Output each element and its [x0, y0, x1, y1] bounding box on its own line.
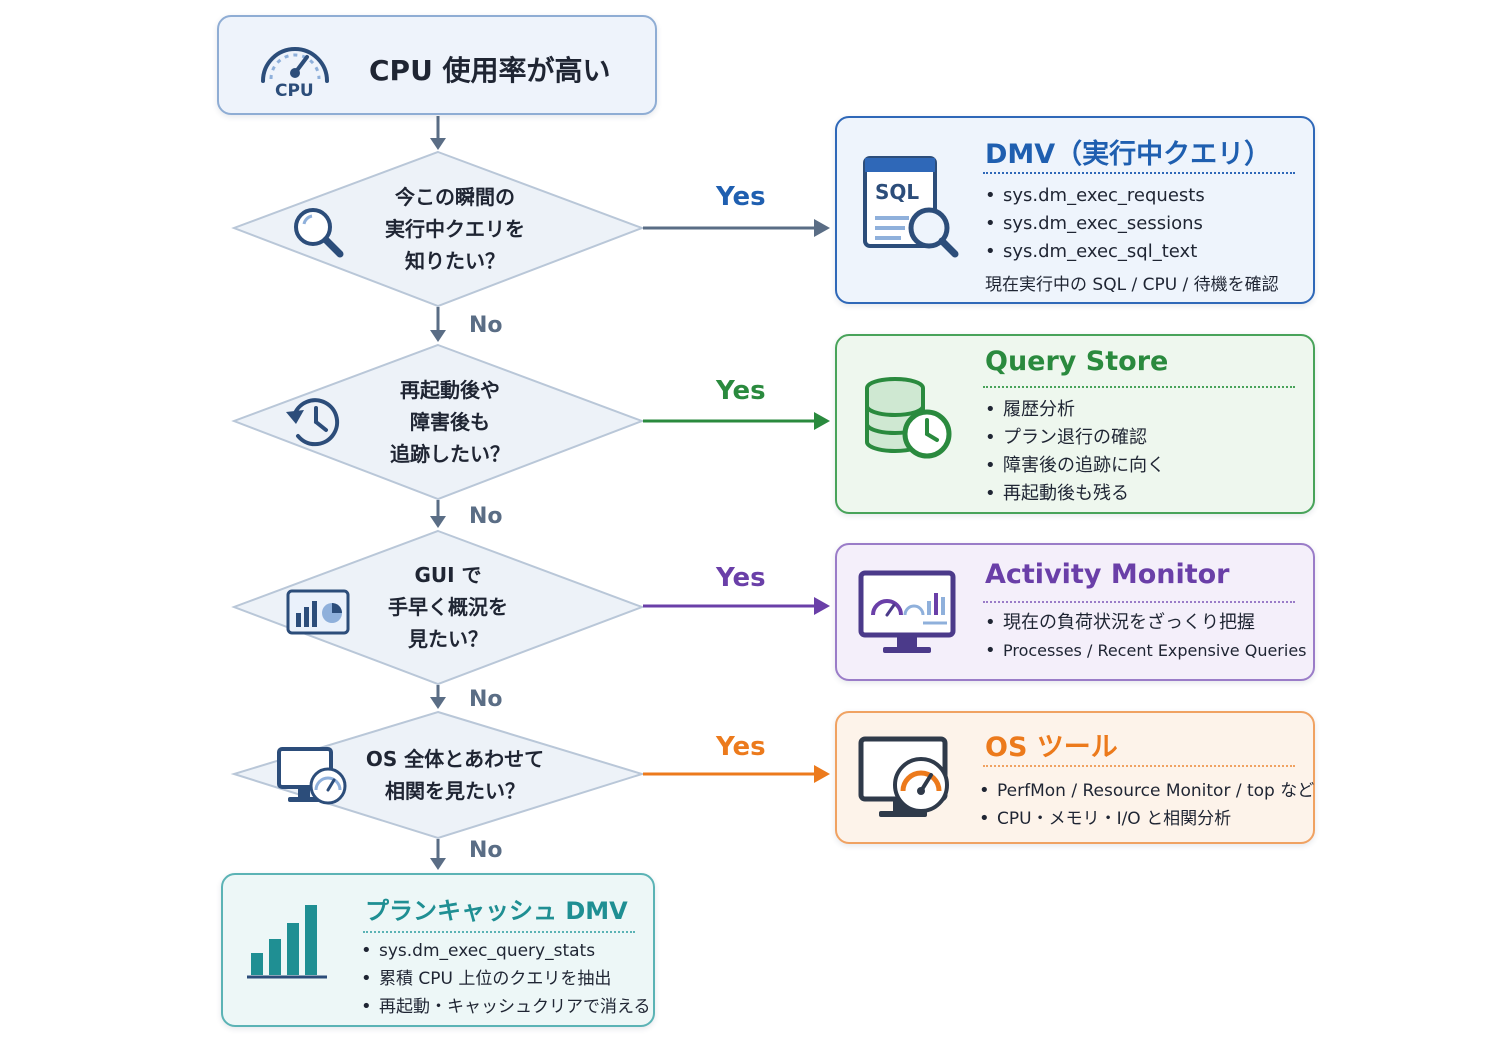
list-item: •再起動後も残る — [985, 483, 1129, 504]
monitor-dashboard-icon — [858, 570, 956, 653]
database-clock-icon — [865, 377, 952, 459]
start-title: CPU 使用率が高い — [369, 54, 611, 87]
final-plan-cache-box: プランキャッシュ DMV •sys.dm_exec_query_stats •累… — [221, 873, 655, 1027]
decision-3-line-2: 手早く概況を — [388, 595, 508, 619]
result-dmv-list: •sys.dm_exec_requests •sys.dm_exec_sessi… — [985, 182, 1205, 266]
decision-3-line-3: 見たい？ — [408, 627, 488, 651]
decision-3-text: GUI で 手早く概況を 見たい？ — [348, 559, 548, 655]
result-os-tools-list: •PerfMon / Resource Monitor / top など •CP… — [979, 777, 1314, 833]
list-item: •CPU・メモリ・I/O と相関分析 — [979, 808, 1232, 829]
result-dmv-note: 現在実行中の SQL / CPU / 待機を確認 — [985, 275, 1279, 295]
decision-diamond-2 — [231, 343, 645, 501]
final-divider — [363, 931, 635, 933]
dashboard-chart-icon — [286, 589, 350, 635]
list-item: •sys.dm_exec_query_stats — [361, 940, 596, 961]
result-query-store-list: •履歴分析 •プラン退行の確認 •障害後の追跡に向く •再起動後も残る — [985, 396, 1165, 508]
result-os-tools-box: OS ツール •PerfMon / Resource Monitor / top… — [835, 711, 1315, 844]
decision-4-text: OS 全体とあわせて 相関を見たい？ — [355, 743, 555, 807]
result-activity-monitor-list: •現在の負荷状況をざっくり把握 •Processes / Recent Expe… — [985, 609, 1307, 665]
decision-2-text: 再起動後や 障害後も 追跡したい？ — [350, 374, 550, 470]
decision-4-line-2: 相関を見たい？ — [385, 779, 525, 803]
result-activity-monitor-title: Activity Monitor — [985, 559, 1230, 590]
list-item: •プラン退行の確認 — [985, 427, 1147, 448]
decision-1-text: 今この瞬間の 実行中クエリを 知りたい？ — [355, 181, 555, 277]
decision-2-line-1: 再起動後や — [400, 378, 500, 402]
search-icon — [294, 208, 344, 258]
decision-1-line-1: 今この瞬間の — [395, 185, 515, 209]
cpu-icon-label: CPU — [275, 81, 314, 101]
result-activity-monitor-box: Activity Monitor •現在の負荷状況をざっくり把握 •Proces… — [835, 543, 1315, 681]
sql-search-icon — [863, 156, 959, 258]
decision-4-line-1: OS 全体とあわせて — [365, 747, 545, 771]
result-dmv-box: SQL DMV（実行中クエリ） •sys.dm_exec_requests •s… — [835, 116, 1315, 304]
list-item: •PerfMon / Resource Monitor / top など — [979, 780, 1315, 801]
decision-diamond-3 — [231, 529, 645, 686]
sql-icon-label: SQL — [875, 180, 920, 204]
decision-1-line-3: 知りたい？ — [405, 249, 505, 273]
monitor-gauge-icon — [277, 747, 347, 805]
list-item: •sys.dm_exec_sql_text — [985, 241, 1198, 262]
no-label-4: No — [469, 838, 503, 863]
list-item: •再起動・キャッシュクリアで消える — [361, 996, 651, 1017]
decision-1-line-2: 実行中クエリを — [385, 217, 525, 241]
no-label-2: No — [469, 504, 503, 529]
monitor-speedometer-icon — [858, 736, 949, 817]
decision-diamond-1 — [231, 150, 645, 308]
list-item: •累積 CPU 上位のクエリを抽出 — [361, 968, 612, 989]
decision-2-line-2: 障害後も — [410, 410, 490, 434]
no-label-3: No — [469, 687, 503, 712]
yes-label-3: Yes — [716, 563, 766, 593]
result-os-tools-title: OS ツール — [985, 732, 1118, 763]
no-label-1: No — [469, 313, 503, 338]
bar-chart-icon — [247, 905, 327, 979]
yes-label-2: Yes — [716, 376, 766, 406]
list-item: •障害後の追跡に向く — [985, 455, 1165, 476]
final-list: •sys.dm_exec_query_stats •累積 CPU 上位のクエリを… — [361, 937, 651, 1021]
decision-3-line-1: GUI で — [414, 563, 482, 587]
result-dmv-divider — [983, 172, 1295, 174]
result-query-store-divider — [983, 386, 1295, 388]
result-query-store-title: Query Store — [985, 346, 1169, 377]
gauge-icon — [261, 47, 329, 83]
list-item: •Processes / Recent Expensive Queries — [985, 640, 1307, 661]
result-activity-monitor-divider — [983, 601, 1295, 603]
list-item: •sys.dm_exec_requests — [985, 185, 1205, 206]
start-box: CPU CPU 使用率が高い — [217, 15, 657, 115]
result-os-tools-divider — [983, 765, 1295, 767]
yes-label-4: Yes — [716, 732, 766, 762]
list-item: •現在の負荷状況をざっくり把握 — [985, 612, 1255, 633]
history-clock-icon — [286, 398, 340, 447]
result-query-store-box: Query Store •履歴分析 •プラン退行の確認 •障害後の追跡に向く •… — [835, 334, 1315, 514]
decision-2-line-3: 追跡したい？ — [390, 442, 510, 466]
yes-label-1: Yes — [716, 182, 766, 212]
final-title: プランキャッシュ DMV — [365, 897, 628, 925]
result-dmv-title: DMV（実行中クエリ） — [985, 139, 1272, 170]
list-item: •sys.dm_exec_sessions — [985, 213, 1203, 234]
list-item: •履歴分析 — [985, 399, 1075, 420]
